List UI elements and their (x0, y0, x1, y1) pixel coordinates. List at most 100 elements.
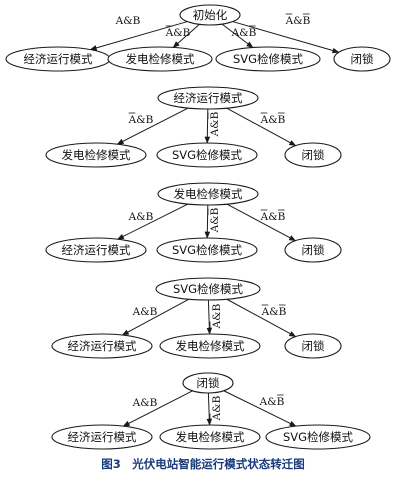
diagram-5-arrow-1 (122, 390, 193, 427)
diagram-5-edge-label-3-text: A&B (259, 396, 285, 408)
diagram-3-edge-label-1-text: A&B (128, 211, 154, 223)
diagram-4-child-node-1-label: 经济运行模式 (68, 339, 137, 353)
diagram-1-edge-label-1: A&B (115, 15, 141, 27)
diagram-1-child-node-2: 发电检修模式 (107, 46, 213, 72)
diagram-5-child-node-3-ellipse (265, 424, 371, 450)
diagram-3-child-node-2-label: SVG检修模式 (172, 243, 243, 257)
figure-caption: 图3 光伏电站智能运行模式状态转迁图 (101, 457, 305, 471)
diagram-2-child-node-3-label: 闭锁 (302, 148, 325, 162)
diagram-2-edge-label-3-text: A&B (260, 114, 286, 126)
diagram-1-edge-label-2: A&B (165, 25, 191, 39)
diagram-1-edge-label-3-text: A&B (231, 27, 257, 39)
diagram-4-edge-label-1: A&B (132, 306, 158, 318)
diagram-3-edge-label-1: A&B (128, 211, 154, 223)
diagram-2-arrow-1 (116, 107, 189, 145)
diagram-2-edge-label-1: A&B (128, 112, 154, 126)
diagram-2-child-node-3-ellipse (284, 142, 342, 168)
diagram-2-child-node-1-ellipse (45, 142, 147, 168)
diagram-3-child-node-1-label: 经济运行模式 (62, 243, 131, 257)
diagram-1-child-node-3-ellipse (215, 46, 321, 72)
diagram-5-edges (122, 390, 297, 427)
diagram-5-child-node-1: 经济运行模式 (51, 424, 153, 450)
diagram-5-root-node-label: 闭锁 (197, 376, 220, 390)
diagram-5-child-node-2-ellipse (159, 424, 261, 450)
diagram-5-child-node-3-label: SVG检修模式 (283, 430, 354, 444)
diagram-1-edge-label-2-text: A&B (165, 27, 191, 39)
diagram-4-child-node-1: 经济运行模式 (51, 333, 153, 359)
diagram-1-child-node-1: 经济运行模式 (5, 46, 111, 72)
diagram-2-edge-label-3: A&B (260, 112, 286, 126)
diagram-4-child-node-1-ellipse (51, 333, 153, 359)
diagram-5-arrow-3 (223, 390, 297, 427)
diagram-4-arrow-2 (206, 299, 213, 335)
diagram-3-child-node-3: 闭锁 (284, 237, 342, 263)
diagram-4-child-node-3-label: 闭锁 (302, 339, 325, 353)
diagram-5-child-node-1-ellipse (51, 424, 153, 450)
diagram-3-root-node-label: 发电检修模式 (174, 187, 243, 201)
diagram-1-edge-label-4-text: A&B (285, 15, 311, 27)
diagram-2-child-node-2-ellipse (156, 142, 258, 168)
diagram-3-child-node-3-label: 闭锁 (302, 243, 325, 257)
diagram-1-child-node-4-label: 闭锁 (351, 52, 374, 66)
diagram-1-root-node-ellipse (179, 4, 241, 26)
diagram-1-child-node-4: 闭锁 (333, 46, 391, 72)
diagram-3-child-node-2: SVG检修模式 (156, 237, 258, 263)
diagram-3-root-node-ellipse (157, 182, 259, 206)
diagram-3-child-node-1-ellipse (45, 237, 147, 263)
diagram-2-child-node-1-label: 发电检修模式 (62, 148, 131, 162)
diagram-5-child-node-2-label: 发电检修模式 (176, 430, 245, 444)
diagram-1-child-node-3-label: SVG检修模式 (233, 52, 304, 66)
diagram-5-edge-label-1-text: A&B (132, 397, 158, 409)
diagram-3-root-node: 发电检修模式 (157, 182, 259, 206)
diagram-5-edge-label-2: A&B (209, 395, 223, 421)
diagram-5-child-node-3: SVG检修模式 (265, 424, 371, 450)
diagram-4-root-node: SVG检修模式 (155, 277, 261, 301)
diagram-1-root-node: 初始化 (179, 4, 241, 26)
diagram-3-edge-label-2-text: A&B (209, 207, 221, 233)
diagram-5-edge-label-2-text: A&B (211, 395, 223, 421)
diagram-4-child-node-2: 发电检修模式 (159, 333, 261, 359)
diagram-3-arrow-3 (226, 203, 297, 242)
diagram-4-root-node-ellipse (155, 277, 261, 301)
diagram-2-child-node-3: 闭锁 (284, 142, 342, 168)
diagram-4-child-node-3: 闭锁 (284, 333, 342, 359)
diagram-4-arrow-1 (121, 298, 190, 336)
diagram-2-child-node-2: SVG检修模式 (156, 142, 258, 168)
diagram-5-edge-label-1: A&B (132, 397, 158, 409)
diagram-1-child-node-2-label: 发电检修模式 (126, 52, 195, 66)
diagram-1-root-node-label: 初始化 (193, 8, 228, 22)
diagram-4-child-node-2-ellipse (159, 333, 261, 359)
diagram-4-root-node-label: SVG检修模式 (173, 282, 244, 296)
diagram-1-child-node-1-label: 经济运行模式 (24, 52, 93, 66)
diagram-1-edge-label-1-text: A&B (115, 15, 141, 27)
diagram-4-edge-label-2: A&B (209, 303, 223, 329)
diagram-1-arrow-3 (221, 23, 254, 48)
diagram-4-edges (121, 298, 297, 338)
diagram-3-edge-label-3-text: A&B (260, 211, 286, 223)
diagram-2-root-node-ellipse (157, 86, 259, 110)
diagram-3-arrow-1 (117, 203, 189, 240)
diagram-4-edge-label-3: A&B (261, 304, 287, 318)
diagram-2-child-node-1: 发电检修模式 (45, 142, 147, 168)
diagram-1-child-node-3: SVG检修模式 (215, 46, 321, 72)
diagram-1-arrow-4 (232, 21, 340, 54)
diagram-4-edge-label-2-text: A&B (211, 303, 223, 329)
diagram-4-child-node-3-ellipse (284, 333, 342, 359)
diagram-3-edge-label-3: A&B (260, 209, 286, 223)
diagram-2-root-node: 经济运行模式 (157, 86, 259, 110)
diagram-5-root-node-ellipse (182, 372, 234, 394)
diagram-2-arrow-3 (226, 107, 297, 147)
diagram-5-root-node: 闭锁 (182, 372, 234, 394)
diagram-3-child-node-2-ellipse (156, 237, 258, 263)
diagram-5-edge-label-3: A&B (259, 394, 285, 408)
diagram-1-child-node-2-ellipse (107, 46, 213, 72)
diagram-2-edge-label-2: A&B (207, 111, 221, 137)
diagram-4-edge-label-1-text: A&B (132, 306, 158, 318)
diagram-3-child-node-3-ellipse (284, 237, 342, 263)
